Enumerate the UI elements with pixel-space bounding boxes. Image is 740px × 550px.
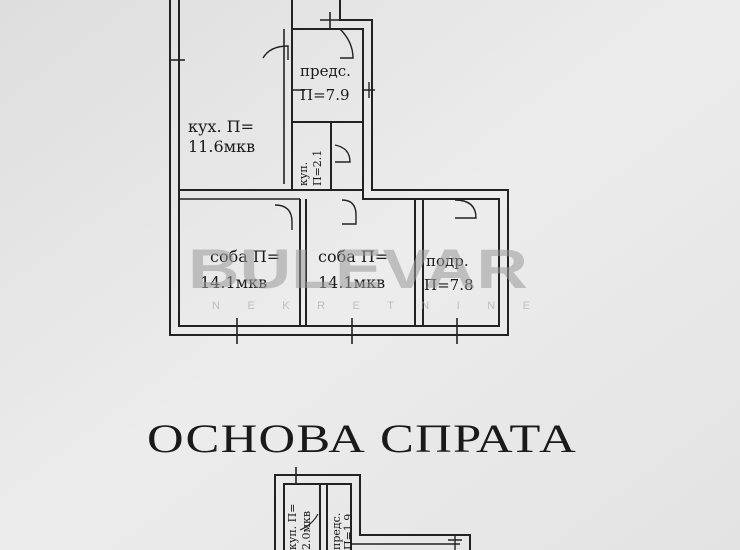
lower-label-hall-line1: предс. bbox=[330, 513, 343, 550]
room-label-kitchen-line2: 11.6мкв bbox=[188, 137, 255, 156]
room-label-bathroom-line2: П=2.1 bbox=[311, 150, 324, 186]
room-label-kitchen-line1: кух. П= bbox=[188, 117, 254, 136]
room-label-hall-line2: П=7.9 bbox=[300, 86, 350, 104]
room-labels: кух. П= 11.6мкв предс. П=7.9 куп. П=2.1 … bbox=[188, 62, 474, 294]
door-arc-hall bbox=[339, 28, 354, 59]
lower-label-bathroom-line1: куп. П= bbox=[286, 504, 299, 550]
window-mark bbox=[338, 318, 365, 344]
door-arc-bathroom bbox=[334, 144, 351, 163]
door-arc-room-2 bbox=[341, 199, 357, 225]
lower-label-bathroom-line2: 2.0мкв bbox=[300, 511, 313, 550]
lower-room-labels: куп. П= 2.0мкв предс. П=1.9 bbox=[286, 504, 355, 550]
room-label-storage-line2: П=7.8 bbox=[424, 276, 474, 294]
window-mark bbox=[320, 12, 340, 28]
room-label-storage-line1: подр. bbox=[426, 252, 469, 270]
outer-wall bbox=[169, 0, 509, 336]
room-label-room-1-line1: соба П= bbox=[210, 247, 280, 266]
bathroom-wall bbox=[291, 122, 332, 190]
door-arc-room-1 bbox=[274, 204, 293, 230]
floor-plan-heading: ОСНОВА СПРАТА bbox=[147, 416, 577, 461]
upper-floor-plan bbox=[169, 0, 509, 344]
window-mark bbox=[225, 318, 250, 344]
lower-floor-plan bbox=[274, 467, 471, 550]
lower-label-hall-line2: П=1.9 bbox=[342, 514, 355, 550]
room-divider-1 bbox=[299, 199, 307, 326]
door-arc-kitchen bbox=[262, 45, 289, 60]
window-mark bbox=[292, 82, 375, 98]
room-divider-2 bbox=[414, 199, 424, 326]
room-label-bathroom-line1: куп. bbox=[297, 162, 310, 186]
watermark-brand: BULEVAR bbox=[188, 237, 528, 300]
room-label-hall-line1: предс. bbox=[300, 62, 351, 80]
room-label-room-2-line2: 14.1мкв bbox=[318, 273, 385, 292]
door-arc-storage bbox=[454, 199, 477, 219]
window-mark bbox=[444, 318, 470, 344]
room-label-room-1-line2: 14.1мкв bbox=[200, 273, 267, 292]
room-label-room-2-line1: соба П= bbox=[318, 247, 388, 266]
